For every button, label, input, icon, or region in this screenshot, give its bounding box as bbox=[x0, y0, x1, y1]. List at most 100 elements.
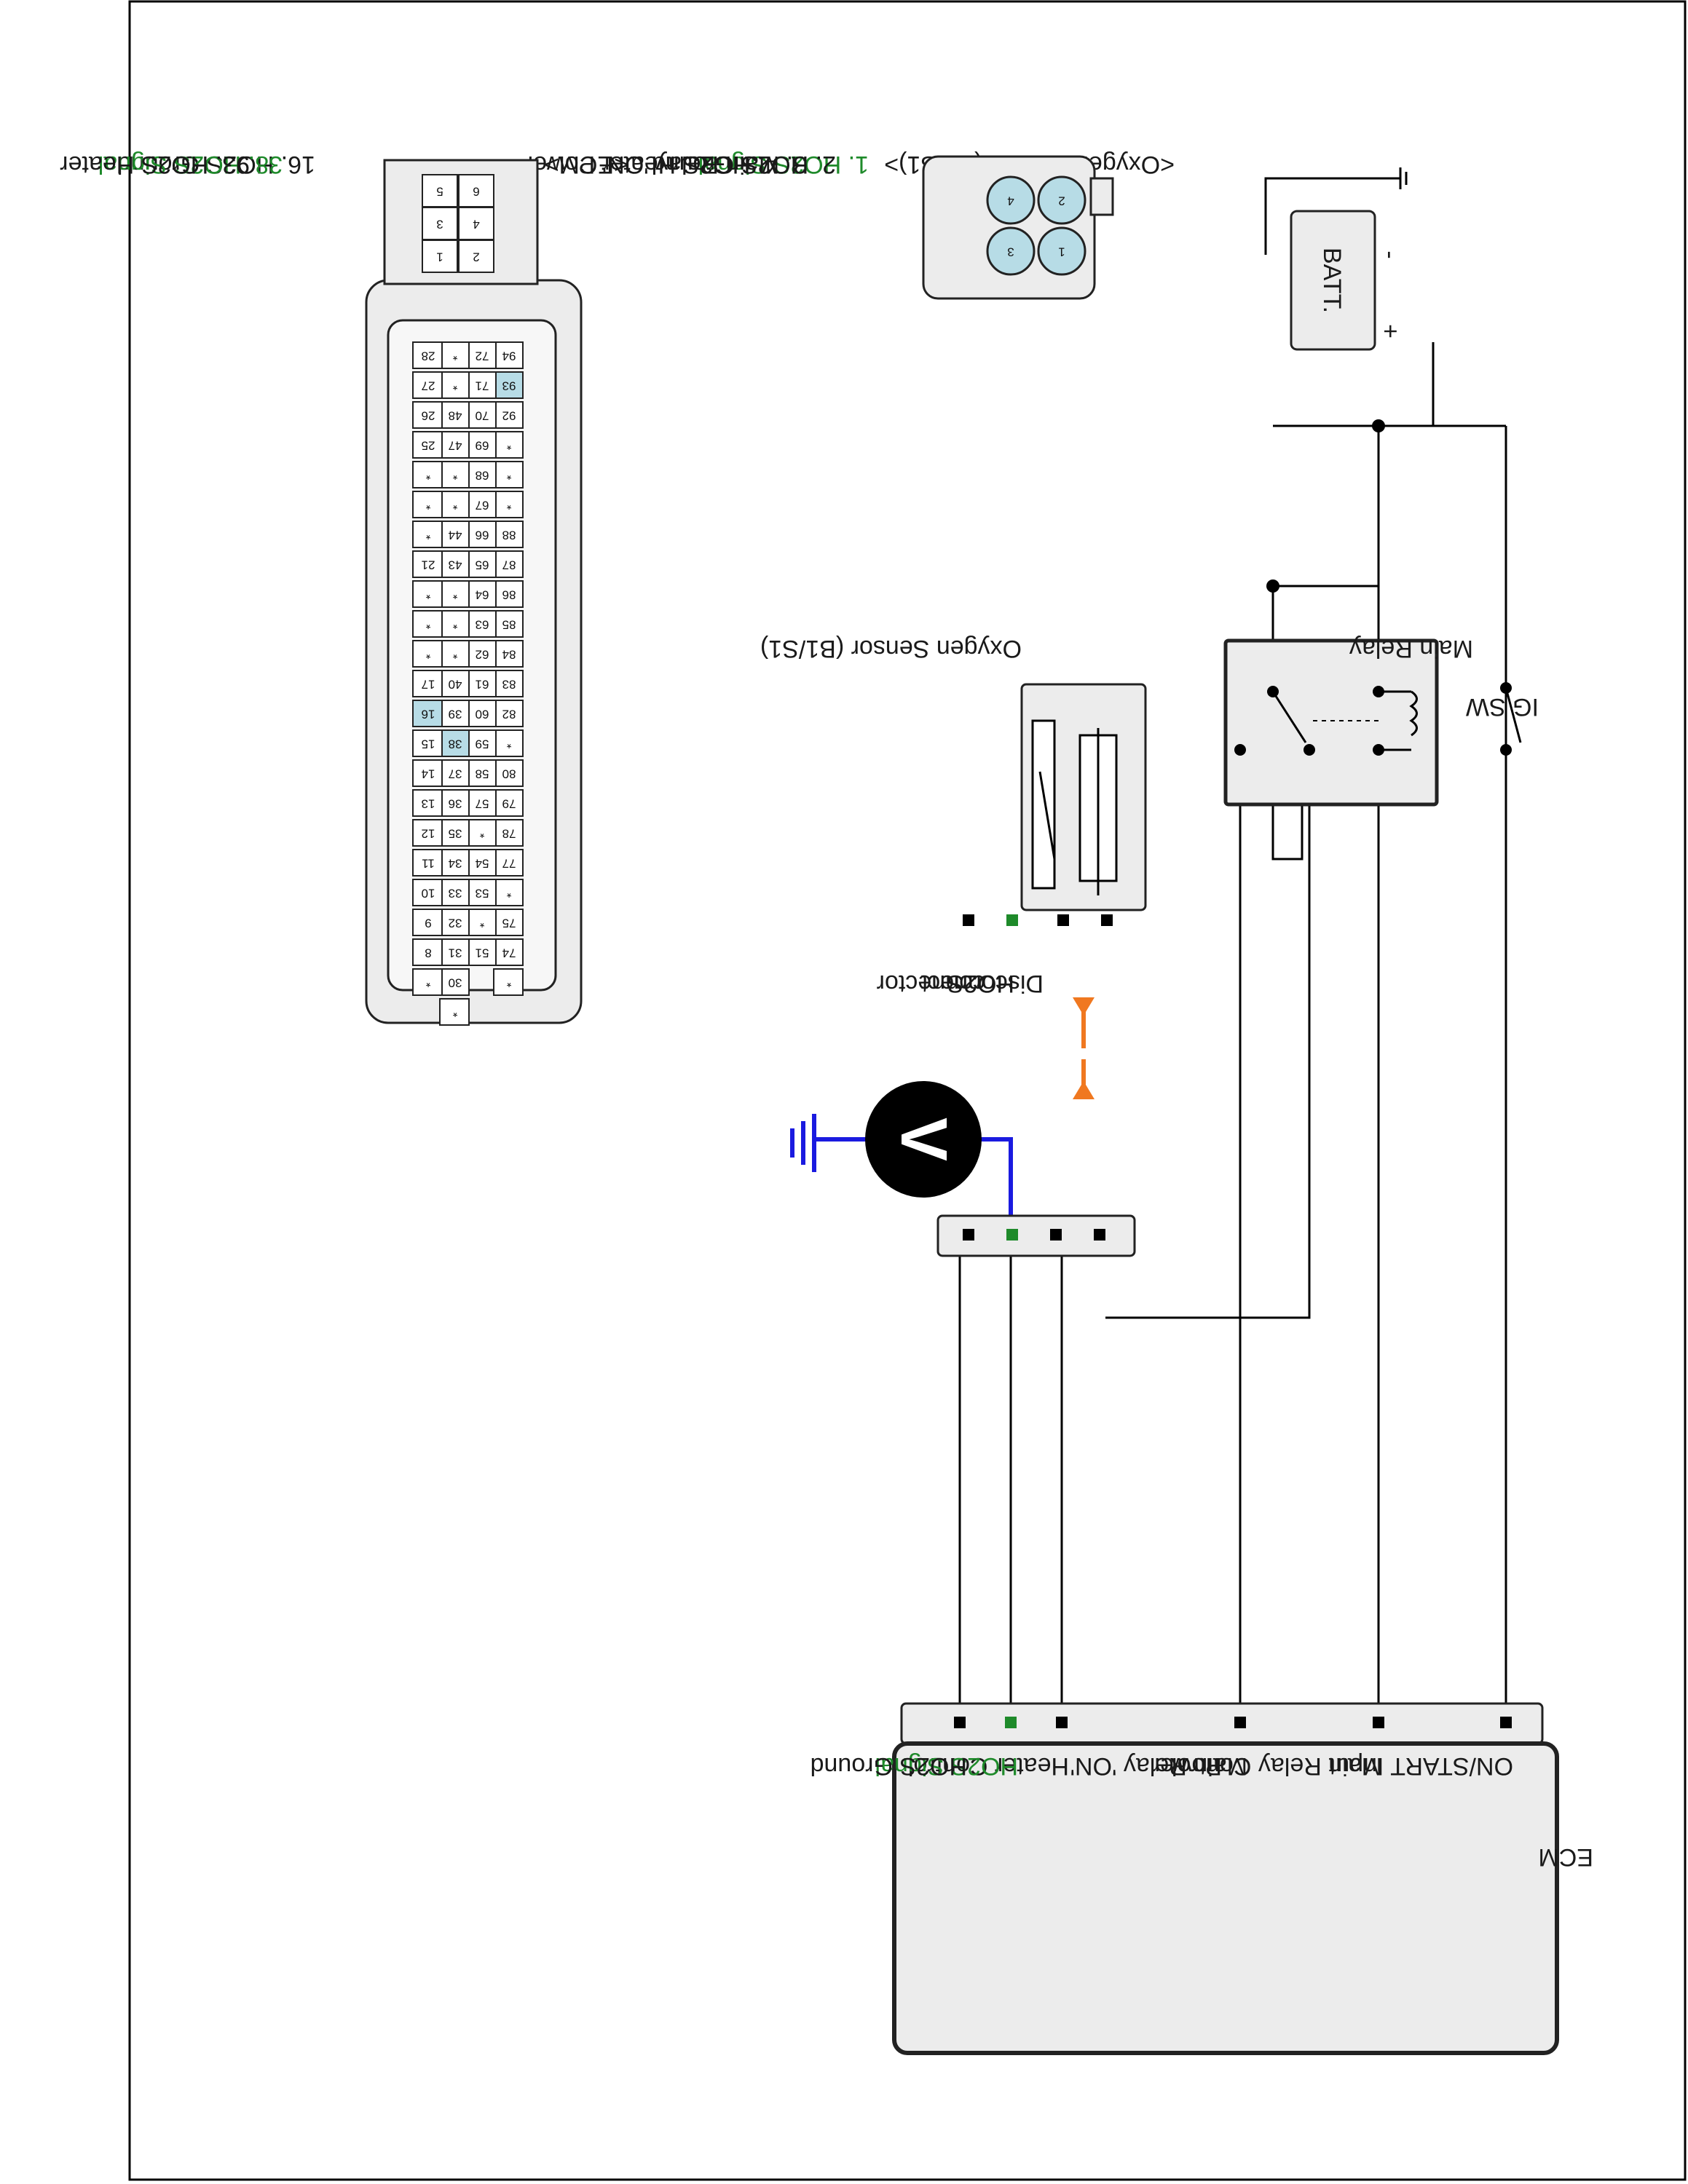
ecm-pin-label: 30 bbox=[449, 976, 462, 990]
voltmeter-icon bbox=[865, 1081, 982, 1198]
ecm-pin-cell bbox=[412, 879, 443, 906]
ecm-pin-label: 65 bbox=[476, 558, 489, 572]
ecm-small-pin-label: 4 bbox=[473, 218, 479, 232]
ecm-pin-label: 26 bbox=[422, 409, 435, 423]
ecm-term-on-start: ON/START Input bbox=[1328, 1752, 1513, 1780]
ecm-pin-label: 35 bbox=[449, 827, 462, 841]
ecm-small-pin-label: 1 bbox=[436, 250, 443, 264]
ecm-pin-label: 74 bbox=[502, 946, 516, 960]
ecm-pin-label: * bbox=[452, 379, 457, 393]
oxygen-sensor-label: Oxygen Sensor (B1/S1) bbox=[760, 635, 1022, 662]
ecm-pin-cell bbox=[412, 580, 443, 608]
ecm-pin-label: * bbox=[425, 469, 430, 483]
ecm-pin-cell bbox=[412, 729, 443, 757]
ecm-pin-grid: 949392***88878685848382*80797877*7574*72… bbox=[412, 174, 524, 1026]
ecm-pin-label: * bbox=[506, 439, 511, 453]
ecm-pin-label: 58 bbox=[476, 767, 489, 781]
ecm-pin-label: 38 bbox=[449, 737, 462, 751]
ecm-pin-cell bbox=[412, 431, 443, 459]
ecm-pin-label: 66 bbox=[476, 529, 489, 542]
main-relay: Main Relay bbox=[1223, 635, 1473, 807]
ecm-pin-label: * bbox=[479, 917, 484, 930]
ecm-title: ECM bbox=[1538, 1843, 1593, 1871]
ecm-pin-label: * bbox=[425, 588, 430, 602]
connector-pins: 2 1 4 3 bbox=[986, 175, 1086, 276]
battery: BATT. - + bbox=[1290, 167, 1408, 351]
ecm-pin-label: 59 bbox=[476, 737, 489, 751]
pin-2: 2 bbox=[1058, 194, 1065, 208]
ecm-pin-label: 8 bbox=[425, 946, 431, 960]
connector-legend-4: 4. HO2S Heater bbox=[602, 151, 778, 178]
connector-legend-1: 1. HO2S Signal bbox=[698, 151, 869, 178]
ecm-pin-label: 14 bbox=[422, 767, 435, 781]
ecm-pin-label: 51 bbox=[476, 946, 489, 960]
ecm-pin-label: 37 bbox=[449, 767, 462, 781]
ecm-small-pin-label: 3 bbox=[436, 218, 443, 232]
ecm-pin-label: * bbox=[506, 469, 511, 483]
ecm-pin-cell bbox=[412, 670, 443, 697]
ecm-pin-label: 79 bbox=[502, 797, 516, 811]
ecm-pin-label: 85 bbox=[502, 618, 516, 632]
ecm-pin-cell bbox=[412, 968, 443, 996]
ecm-legend-1: 16. HO2S Ground bbox=[117, 151, 315, 178]
ecm-legend-2: 38. HO2S Signal bbox=[98, 151, 283, 178]
ecm-connector-view: <ECM> 949392***88878685848382*80797877*7… bbox=[60, 151, 628, 1026]
ecm-term-main-relay-control: Main Relay Control bbox=[1172, 1752, 1382, 1780]
voltmeter-label: V bbox=[887, 1117, 960, 1161]
ecm-pin-cell bbox=[412, 461, 443, 488]
ecm-pin-label: * bbox=[506, 976, 511, 990]
ecm-pin-cell bbox=[412, 909, 443, 936]
ecm-pin-label: * bbox=[425, 499, 430, 513]
ecm-pin-label: 87 bbox=[502, 558, 516, 572]
ecm-pin-label: 86 bbox=[502, 588, 516, 602]
ecm-pin-cell bbox=[412, 550, 443, 578]
ecm-pin-label: 28 bbox=[422, 349, 435, 363]
ecm-pin-label: * bbox=[425, 648, 430, 662]
ecm-pin-label: 44 bbox=[449, 529, 462, 542]
ig-switch: IG SW bbox=[1466, 682, 1539, 756]
ecm-pin-label: * bbox=[452, 349, 457, 363]
ecm-pin-label: 54 bbox=[476, 857, 489, 871]
ecm-pin-cell bbox=[412, 938, 443, 966]
battery-pos-terminal: + bbox=[1376, 324, 1404, 339]
ecm-pin-label: 75 bbox=[502, 917, 516, 930]
ecm-term-heater-control: Heater Control bbox=[908, 1752, 1069, 1780]
ground-symbol bbox=[790, 1114, 816, 1172]
ecm-pin-cell bbox=[412, 401, 443, 429]
ecm-pin-cell bbox=[412, 521, 443, 548]
disconnect-line1: Disconnect bbox=[920, 970, 1044, 997]
ecm-small-pin-label: 2 bbox=[473, 250, 479, 264]
ecm-pin-label: 9 bbox=[425, 917, 431, 930]
ecm-pin-label: 47 bbox=[449, 439, 462, 453]
ecm-pin-cell bbox=[493, 968, 524, 996]
ecm-pin-label: 34 bbox=[449, 857, 462, 871]
ecm-pin-cell bbox=[412, 610, 443, 638]
ecm-pin-label: * bbox=[452, 618, 457, 632]
ecm-pin-label: 31 bbox=[449, 946, 462, 960]
disconnect-line3: connector bbox=[877, 970, 985, 997]
ecm-pin-label: * bbox=[425, 618, 430, 632]
ecm-pin-cell bbox=[412, 700, 443, 727]
ecm-pin-label: 48 bbox=[449, 409, 462, 423]
ecm-pin-label: 32 bbox=[449, 917, 462, 930]
ecm-pin-label: 27 bbox=[422, 379, 435, 393]
battery-ground-icon bbox=[1382, 167, 1408, 189]
ecm-pin-label: * bbox=[452, 499, 457, 513]
ecm-pin-label: 40 bbox=[449, 678, 462, 692]
ecm-pin-label: 63 bbox=[476, 618, 489, 632]
ecm-pin-label: 25 bbox=[422, 439, 435, 453]
ecm-small-pin-cell bbox=[458, 240, 494, 273]
ecm-term-power: Power bbox=[1152, 1752, 1222, 1780]
oxygen-sensor: Oxygen Sensor (B1/S1) bbox=[760, 635, 1147, 926]
ecm-pin-label: 57 bbox=[476, 797, 489, 811]
connector-legend-3: 3. Main Relay 'ON' Power bbox=[525, 151, 807, 178]
ecm-pin-label: * bbox=[506, 499, 511, 513]
ecm-term-ho2s-signal: HO2S Signal bbox=[875, 1752, 1018, 1780]
ecm-pin-cell bbox=[412, 759, 443, 787]
ecm-pin-cell bbox=[412, 640, 443, 668]
ecm-pin-label: 71 bbox=[476, 379, 489, 393]
ecm-pin-label: 94 bbox=[502, 349, 516, 363]
ecm-pin-label: * bbox=[506, 737, 511, 751]
ecm-pin-label: * bbox=[506, 887, 511, 901]
